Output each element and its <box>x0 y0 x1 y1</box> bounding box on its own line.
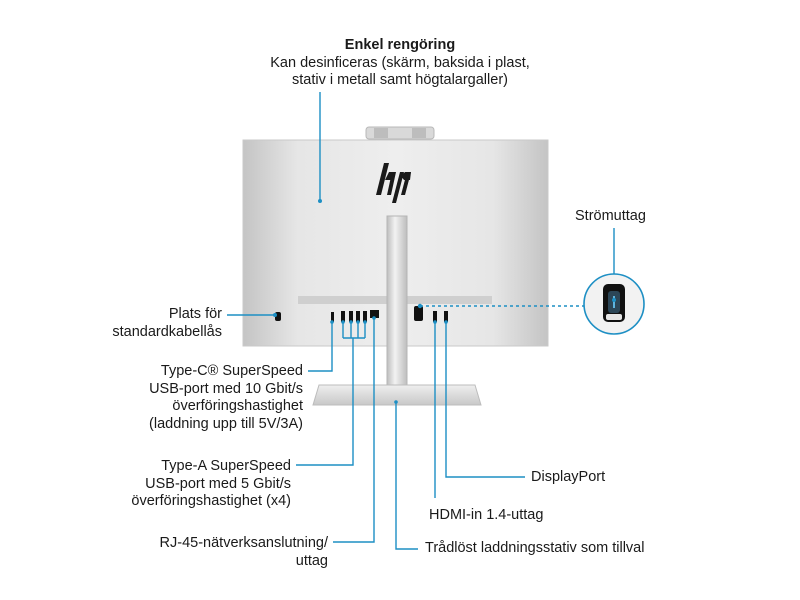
type-a-port-3 <box>356 311 360 322</box>
lock-label: Plats för standardkabellås <box>112 306 222 340</box>
port-group <box>331 306 448 322</box>
power-label: Strömuttag <box>575 208 646 224</box>
type-a-label: Type-A SuperSpeed USB-port med 5 Gbit/s … <box>131 458 291 509</box>
type-c-label: Type-C® SuperSpeed USB-port med 10 Gbit/… <box>149 363 303 432</box>
wireless-charging-label: Trådlöst laddningsstativ som tillval <box>425 540 645 556</box>
type-a-port-4 <box>363 311 367 322</box>
cleaning-desc-1: Kan desinficeras (skärm, baksida i plast… <box>270 54 530 71</box>
cleaning-label: Enkel rengöring Kan desinficeras (skärm,… <box>250 37 550 90</box>
type-a-port-1 <box>341 311 345 322</box>
stand-neck <box>386 215 408 403</box>
type-c-port <box>331 312 334 322</box>
power-socket-zoom <box>583 273 645 335</box>
callout-lines <box>227 92 616 550</box>
rj45-port <box>370 310 379 318</box>
power-port <box>414 306 423 321</box>
webcam <box>365 126 435 140</box>
cleaning-title: Enkel rengöring <box>344 37 456 53</box>
type-a-port-2 <box>349 311 353 322</box>
displayport-label: DisplayPort <box>531 469 606 485</box>
stand-base <box>312 384 482 406</box>
displayport-port <box>444 311 448 322</box>
hdmi-port <box>433 311 437 322</box>
hp-logo <box>376 163 411 203</box>
rj45-label: RJ-45-nätverksanslutning/ uttag <box>159 535 328 569</box>
hdmi-label: HDMI-in 1.4-uttag <box>429 507 544 523</box>
cleaning-desc-2: stativ i metall samt högtalargaller) <box>292 72 508 88</box>
